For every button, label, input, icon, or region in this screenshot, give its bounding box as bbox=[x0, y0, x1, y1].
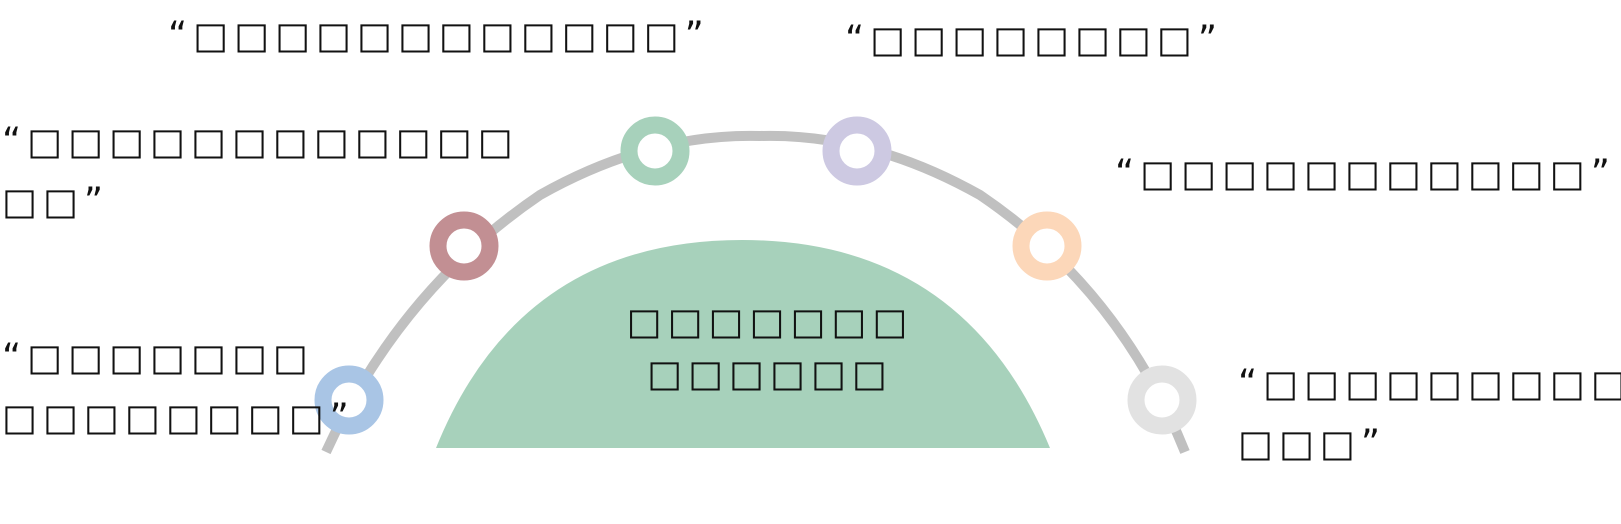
label-mid-right-line-1: “□□□□□□□□□□□” bbox=[1115, 152, 1616, 195]
label-bottom-left-line-2: □□□□□□□□” bbox=[2, 395, 355, 439]
label-mid-right: “□□□□□□□□□□□” bbox=[1115, 144, 1616, 204]
label-bottom-right-line-2: □□□” bbox=[1238, 421, 1387, 465]
label-top-right: “□□□□□□□□” bbox=[845, 10, 1223, 70]
node-ring-4 bbox=[822, 116, 892, 186]
node-ring-2 bbox=[429, 211, 499, 281]
label-top-left-line-1: “□□□□□□□□□□□□” bbox=[168, 14, 710, 57]
node-ring-3 bbox=[620, 116, 690, 186]
node-ring-5 bbox=[1012, 211, 1082, 281]
center-title: □□□□□□□ □□□□□□ bbox=[600, 296, 940, 400]
label-bottom-left: “□□□□□□□ □□□□□□□□” bbox=[2, 328, 355, 448]
node-ring-1 bbox=[314, 365, 384, 435]
label-bottom-left-line-1: “□□□□□□□ bbox=[2, 336, 314, 379]
label-top-right-line-1: “□□□□□□□□” bbox=[845, 18, 1224, 61]
label-mid-left: “□□□□□□□□□□□□ □□” bbox=[2, 112, 519, 232]
center-title-line-2: □□□□□□ bbox=[647, 351, 893, 395]
label-mid-left-line-1: “□□□□□□□□□□□□ bbox=[2, 120, 519, 163]
label-bottom-right: “□□□□□□□□□ □□□” bbox=[1238, 354, 1621, 474]
label-mid-left-line-2: □□” bbox=[2, 179, 110, 223]
label-bottom-right-line-1: “□□□□□□□□□ bbox=[1238, 362, 1621, 405]
node-ring-6 bbox=[1127, 365, 1197, 435]
center-title-line-1: □□□□□□□ bbox=[626, 300, 914, 343]
center-dome bbox=[436, 240, 1050, 448]
label-top-left: “□□□□□□□□□□□□” bbox=[168, 6, 710, 66]
